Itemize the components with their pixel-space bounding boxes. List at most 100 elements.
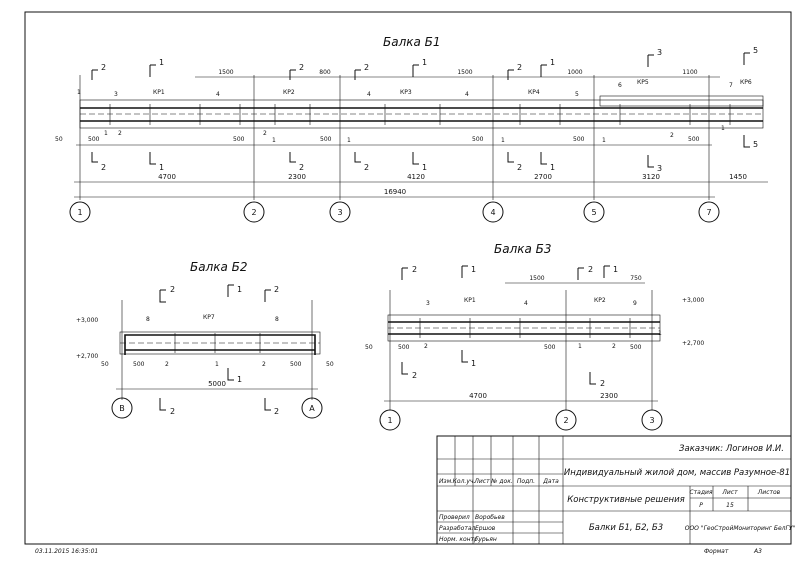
b1-span-1: 4700 [158,173,176,181]
tb-col-1: Изм. [439,478,453,485]
b3-axis-bubble-2 [555,409,577,431]
b3-axis-2: 2 [563,416,568,425]
b1-span-6: 1450 [729,173,747,181]
b2-title: Балка Б2 [190,260,248,274]
b1-axis-bubbles: 1 2 3 4 5 7 [69,201,720,223]
b3-span-2: 2300 [600,392,618,400]
b3-pos-4: 9 [633,300,637,307]
tb-col-2: Кол.уч. [453,478,476,485]
b1-axis-5: 5 [591,208,596,217]
b1-axis-bubble-3 [329,201,351,223]
b3-frame-2: КР2 [594,297,606,304]
b2-axis-a: А [309,404,315,413]
b1-top-dim-1: 1500 [218,69,233,76]
b1-frame-1: КР1 [153,89,165,96]
b1-span-3: 4120 [407,173,425,181]
b1-pos-13: 1 [501,137,505,144]
tb-columns: Изм. Кол.уч. Лист № док. Подп. Дата [439,478,559,485]
b2-axis-v: В [119,404,125,413]
b1-total: 16940 [384,188,406,196]
b2-sec-bot-3: 2 [274,407,279,416]
b1-sec-bot-3: 2 [299,163,304,172]
b1-pos-15: 1 [721,125,725,132]
beam-b1: Балка Б1 4700 [55,35,768,223]
b1-pos-1: 3 [114,91,118,98]
title-block-frame [436,435,792,545]
tb-role-2: Разработал [439,525,476,532]
tb-sheet-header: Лист [721,489,738,496]
b3-sec-bot-3: 2 [600,379,605,388]
b2-side-dim-2: 50 [326,361,334,368]
b1-left-dim: 50 [55,136,63,143]
b1-span-4: 2700 [534,173,552,181]
b3-axis-bubble-1 [379,409,401,431]
b3-pos-7: 1 [658,330,662,337]
tb-col-4: № док. [490,478,513,485]
tb-col-6: Дата [542,478,559,485]
b1-support-2: 500 [233,136,245,143]
tb-role-1: Проверил [439,514,470,521]
b2-sec-bot-2: 2 [170,407,175,416]
b1-sec-top-3: 2 [299,63,304,72]
b1-pos-6: 5 [575,91,579,98]
b3-top-dim-1: 1500 [529,275,544,282]
b2-mark-top: +3,000 [76,317,98,324]
b1-axis-bubble-2 [243,201,265,223]
beam-b3: Балка Б3 4700 2300 1500 750 КР1 КР2 3 4 … [365,242,704,431]
b2-sec-top-2: 1 [237,285,242,294]
b1-sec-bot-2: 1 [159,163,164,172]
title-block: Заказчик: Логинов И.И. Индивидуальный жи… [436,435,796,545]
b1-pos-7: 6 [618,82,622,89]
b1-section-marks-bottom: 2 1 2 2 1 2 1 3 5 [91,135,758,173]
b3-pos-3: 2 [424,343,428,350]
b1-pos-2: 4 [216,91,220,98]
b1-sec-bot-7: 1 [550,163,555,172]
tb-stage-header: Стадия [689,489,712,496]
b1-span-5: 3120 [642,173,660,181]
b1-axis-bubble-4 [482,201,504,223]
b1-sec-top-4: 2 [364,63,369,72]
b2-sec-bot-1: 1 [237,375,242,384]
b2-frame: КР7 [203,314,215,321]
b1-pos-10: 2 [263,130,267,137]
b1-title: Балка Б1 [383,35,441,49]
tb-col-3: Лист [473,478,490,485]
b1-sec-bot-9: 5 [753,140,758,149]
b1-pos-12: 1 [347,137,351,144]
b1-support-5: 500 [573,136,585,143]
b3-sec-bot-2: 1 [471,359,476,368]
tb-name-1: Воробьев [475,514,505,521]
timestamp: 03.11.2015 16:35:01 [35,548,98,555]
b1-pos-16: 2 [670,132,674,139]
b1-stirrups [109,104,731,125]
b1-position-labels: 3 4 2 4 4 5 6 7 1 2 1 1 1 1 1 2 1 [77,82,733,144]
b1-support-1: 500 [88,136,100,143]
b1-support-dims: 500 500 500 500 500 500 [88,136,700,143]
tb-section: Конструктивные решения [567,495,685,505]
b1-frame-6: КР6 [740,79,752,86]
b3-axis-1: 1 [387,416,392,425]
b2-mark-bottom: +2,700 [76,353,98,360]
b1-support-4: 500 [472,136,484,143]
b1-pos-17: 1 [77,89,81,96]
b2-pos-2: 8 [275,316,279,323]
b1-pos-14: 1 [602,137,606,144]
b3-mark-bottom: +2,700 [682,340,704,347]
b1-pos-5: 4 [465,91,469,98]
b1-sec-bot-6: 2 [517,163,522,172]
b2-span: 5000 [208,380,226,388]
b1-frame-2: КР2 [283,89,295,96]
b2-sec-top-1: 2 [170,285,175,294]
b2-support-1: 500 [133,361,145,368]
b2-side-dim-1: 50 [101,361,109,368]
b1-span-labels: 4700 2300 4120 2700 3120 1450 [158,173,747,181]
b1-upper-part [599,95,764,107]
b1-axis-4: 4 [490,208,495,217]
b1-sec-top-5: 1 [422,58,427,67]
b1-frame-3: КР3 [400,89,412,96]
b1-sec-top-6: 2 [517,63,522,72]
b1-sec-top-8: 3 [657,48,662,57]
b2-rebar [124,334,316,355]
format-value: А3 [753,548,762,555]
tb-drawing: Балки Б1, Б2, Б3 [589,523,663,533]
